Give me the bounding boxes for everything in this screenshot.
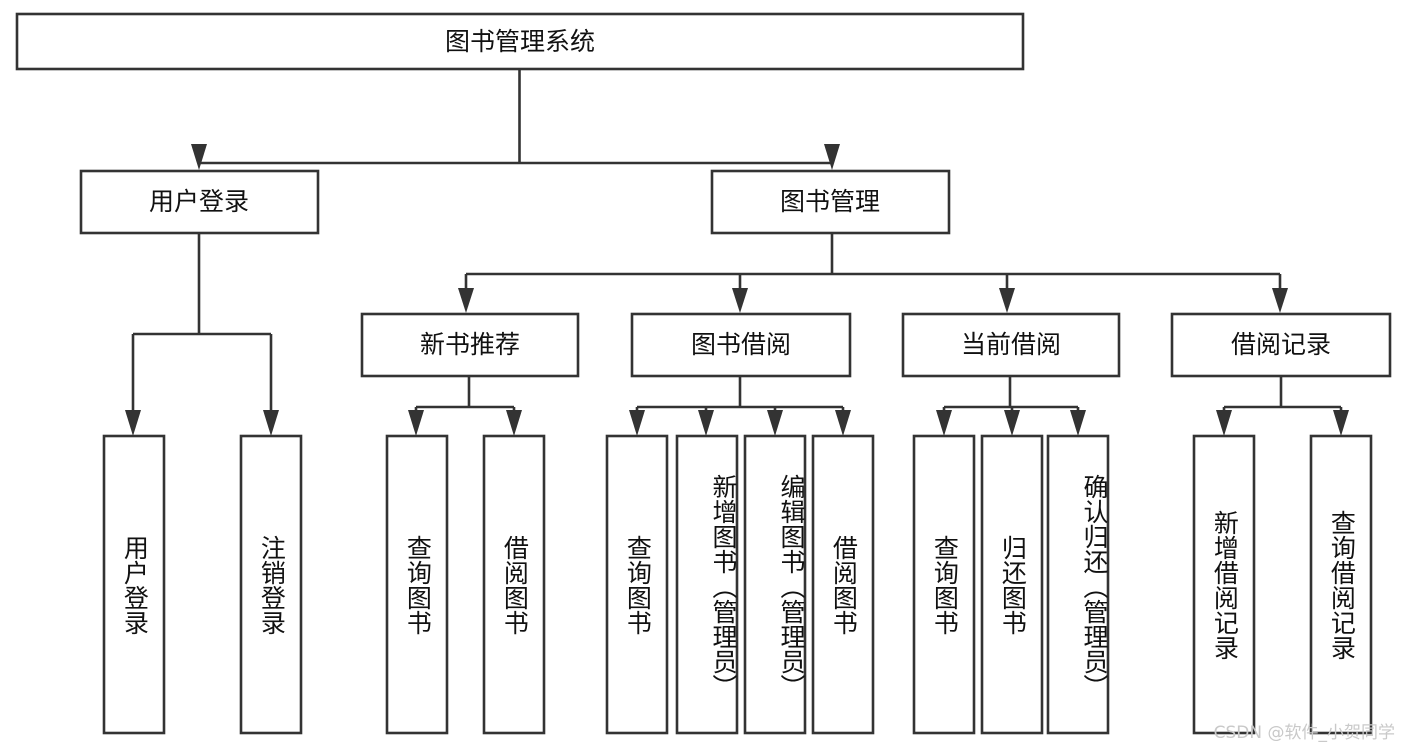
leaf-label-new-book-1: 查询图书 (403, 534, 433, 635)
arrowhead-leaf-user-login-1 (125, 410, 141, 436)
arrowhead-borrow-record (1272, 288, 1288, 313)
arrowhead-leaf-br-2 (1333, 410, 1349, 436)
leaf-label-book-borrow-3: 编辑图书（管理员） (777, 474, 806, 699)
arrowhead-leaf-cb-3 (1070, 410, 1086, 436)
leaf-box-current-borrow-1[interactable] (912, 434, 976, 735)
arrowhead-leaf-cb-2 (1004, 410, 1020, 436)
node-book-manage-label: 图书管理 (780, 187, 880, 216)
arrowhead-leaf-br-1 (1216, 410, 1232, 436)
node-root-label: 图书管理系统 (445, 27, 595, 56)
node-current-borrow-box[interactable] (901, 312, 1121, 378)
arrowhead-new-book (458, 288, 474, 313)
arrowhead-leaf-bb-1 (629, 410, 645, 436)
arrowhead-book-borrow (732, 288, 748, 313)
node-book-borrow-box[interactable] (630, 312, 852, 378)
leaf-label-user-login-2: 注销登录 (257, 534, 287, 635)
leaf-label-new-book-2: 借阅图书 (500, 534, 530, 635)
node-borrow-record-box[interactable] (1170, 312, 1392, 378)
arrowhead-leaf-new-book-2 (506, 410, 522, 436)
leaf-box-current-borrow-3[interactable] (1046, 434, 1110, 735)
node-user-login-box[interactable] (79, 169, 320, 235)
arrowhead-current-borrow (999, 288, 1015, 313)
node-book-borrow-label: 图书借阅 (691, 330, 791, 359)
arrowhead-leaf-new-book-1 (408, 410, 424, 436)
leaf-box-book-borrow-1[interactable] (605, 434, 669, 735)
leaf-box-layer (102, 434, 1373, 735)
node-borrow-record[interactable]: 借阅记录 (1170, 312, 1392, 378)
node-new-book-recommend-box[interactable] (360, 312, 580, 378)
leaf-box-new-book-2[interactable] (482, 434, 546, 735)
leaf-label-current-borrow-1: 查询图书 (930, 534, 960, 635)
leaf-label-current-borrow-3: 确认归还（管理员） (1080, 474, 1109, 699)
node-book-manage[interactable]: 图书管理 (710, 169, 951, 235)
node-user-login-label: 用户登录 (149, 187, 249, 216)
node-borrow-record-label: 借阅记录 (1231, 330, 1331, 359)
node-user-login[interactable]: 用户登录 (79, 169, 320, 235)
leaf-box-book-borrow-2[interactable] (675, 434, 739, 735)
arrowhead-user-login (191, 144, 207, 170)
leaf-label-user-login-1: 用户登录 (120, 534, 150, 635)
node-new-book-recommend[interactable]: 新书推荐 (360, 312, 580, 378)
leaf-box-current-borrow-2[interactable] (980, 434, 1044, 735)
arrowhead-leaf-bb-3 (767, 410, 783, 436)
leaf-box-book-borrow-3[interactable] (743, 434, 807, 735)
leaf-box-user-login-1[interactable] (102, 434, 166, 735)
arrowhead-leaf-user-login-2 (263, 410, 279, 436)
arrowhead-book-manage (824, 144, 840, 170)
leaf-label-book-borrow-1: 查询图书 (623, 534, 653, 635)
leaf-label-borrow-record-1: 新增借阅记录 (1210, 509, 1240, 660)
node-root[interactable]: 图书管理系统 (15, 12, 1025, 71)
leaf-label-book-borrow-2: 新增图书（管理员） (709, 474, 738, 699)
leaf-label-current-borrow-2: 归还图书 (998, 534, 1028, 635)
leaf-box-book-borrow-4[interactable] (811, 434, 875, 735)
node-book-borrow[interactable]: 图书借阅 (630, 312, 852, 378)
leaf-box-borrow-record-1[interactable] (1192, 434, 1256, 735)
node-root-box[interactable] (15, 12, 1025, 71)
node-book-manage-box[interactable] (710, 169, 951, 235)
node-current-borrow[interactable]: 当前借阅 (901, 312, 1121, 378)
arrowhead-leaf-bb-2 (698, 410, 714, 436)
connector-layer (125, 69, 1349, 436)
arrowhead-leaf-bb-4 (835, 410, 851, 436)
leaf-label-book-borrow-4: 借阅图书 (829, 534, 859, 635)
node-current-borrow-label: 当前借阅 (961, 330, 1061, 359)
leaf-box-user-login-2[interactable] (239, 434, 303, 735)
leaf-label-borrow-record-2: 查询借阅记录 (1327, 509, 1357, 660)
leaf-box-new-book-1[interactable] (385, 434, 449, 735)
leaf-box-borrow-record-2[interactable] (1309, 434, 1373, 735)
arrowhead-leaf-cb-1 (936, 410, 952, 436)
node-new-book-recommend-label: 新书推荐 (420, 330, 520, 359)
